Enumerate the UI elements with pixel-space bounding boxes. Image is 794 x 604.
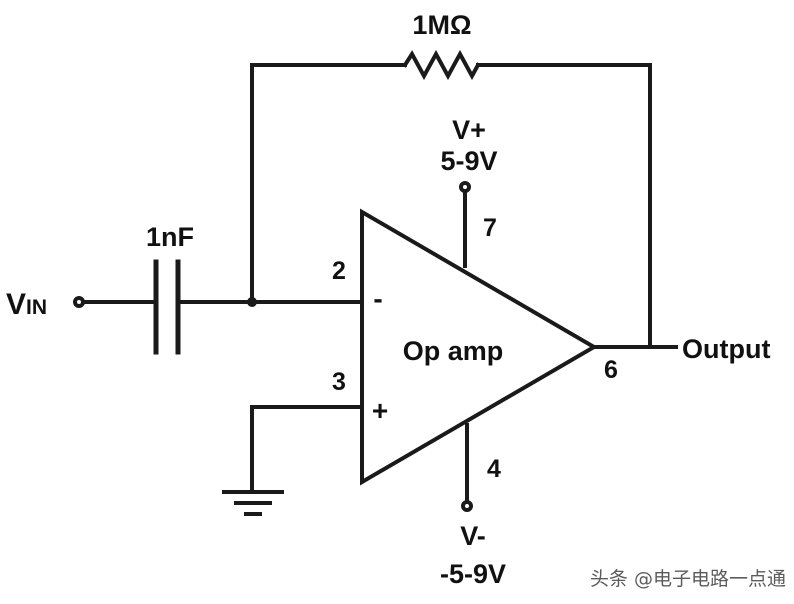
watermark-text: 头条 @电子电路一点通 <box>590 568 786 590</box>
noninverting-sign: + <box>372 395 388 426</box>
junction-dot <box>247 297 257 307</box>
noninverting-input-wire <box>250 405 364 492</box>
vminus-range: -5-9V <box>440 559 506 589</box>
input-label: VIN <box>6 288 47 321</box>
vminus-terminal <box>461 500 473 512</box>
output-label: Output <box>682 334 770 364</box>
feedback-resistor <box>402 49 481 81</box>
input-label-sub: IN <box>26 296 47 319</box>
opamp-triangle <box>360 208 598 486</box>
vplus-range: 5-9V <box>440 146 497 176</box>
feedback-wire-left <box>250 63 407 304</box>
input-label-main: V <box>6 288 26 321</box>
opamp-body-label: Op amp <box>403 336 504 366</box>
capacitor-label: 1nF <box>146 222 194 252</box>
pin-6-label: 6 <box>604 356 618 384</box>
pin-3-label: 3 <box>332 368 346 396</box>
pin-7-label: 7 <box>483 214 497 242</box>
vplus-terminal <box>459 181 471 193</box>
feedback-wire-right <box>476 63 652 349</box>
resistor-label: 1MΩ <box>412 10 471 40</box>
inverting-sign: - <box>373 283 382 314</box>
vplus-name: V+ <box>452 115 486 145</box>
vminus-name: V- <box>460 521 486 551</box>
pin-4-label: 4 <box>487 455 501 483</box>
pin-2-label: 2 <box>332 257 346 285</box>
